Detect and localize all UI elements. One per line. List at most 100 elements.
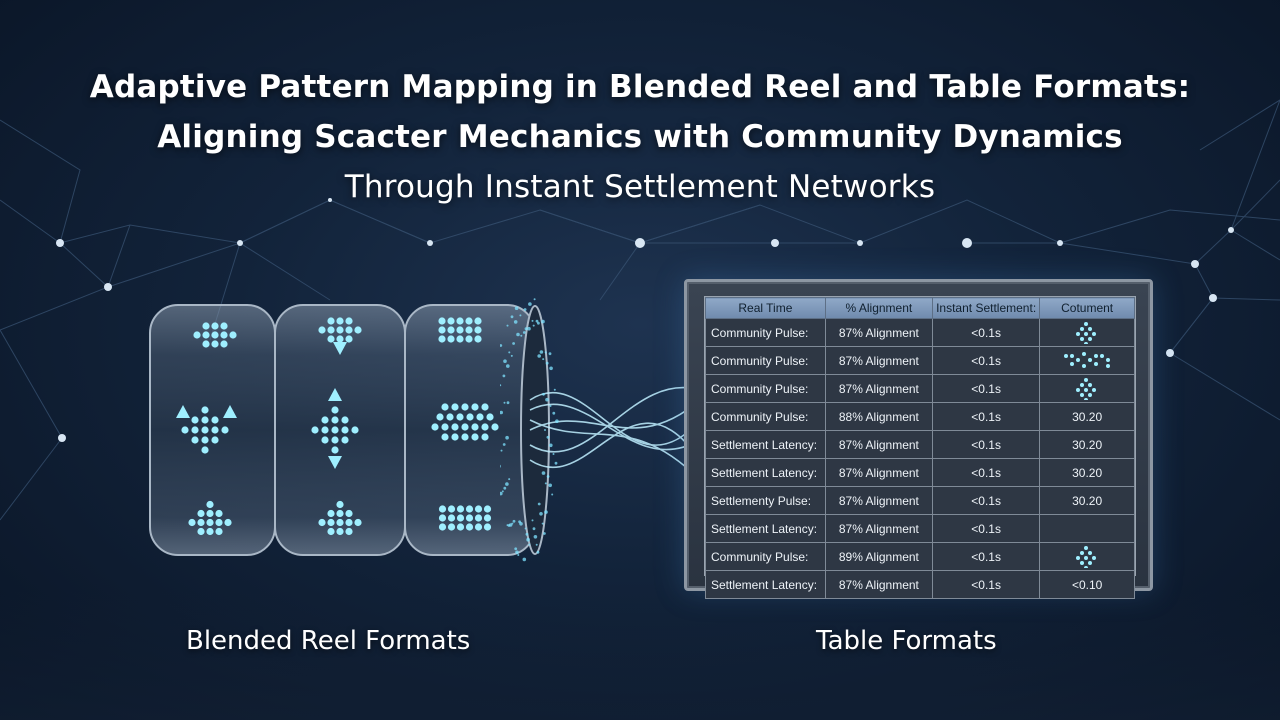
reel-symbol-dot [327,518,335,527]
reel-symbol-dot [336,527,344,536]
particle-dot [533,535,538,539]
reel-symbol-dot [206,500,214,509]
reel-symbol-dot [221,426,229,434]
particle-dot [500,491,503,496]
reel-symbol-dot [318,326,326,334]
particle-dot [519,522,523,526]
particle-dot [522,557,527,562]
caption-table-formats: Table Formats [816,626,997,656]
particle-dot [512,519,516,523]
reel-cylinders [149,304,550,556]
reel-symbol-dot [476,413,484,421]
reel-symbol-dot [201,406,209,414]
particle-dot [528,302,532,306]
particle-dot [531,519,534,522]
particle-dot [553,388,556,391]
reel-symbol-dot [331,416,339,424]
reel-symbol-dot [436,413,444,421]
reel-symbol-dot [354,518,362,527]
particle-dot [545,397,549,402]
reel-symbol-dot [438,335,446,343]
reel-symbol-dot [447,335,455,343]
reel-symbol-dot [206,518,214,527]
reel-symbol-dot [465,505,474,513]
particle-dot [541,471,546,475]
particle-dot [514,306,519,310]
table-cell [1039,346,1135,375]
dot-pattern-icon [1076,377,1097,400]
reel-symbol-dot [197,509,205,518]
table-cell: Settlement Latency: [705,458,826,487]
particle-dot [531,319,534,322]
reel-symbol-dot [201,426,209,434]
reel-symbol-dot [341,436,349,444]
reel-symbol-dot [451,403,459,411]
reel-symbol-dot [201,436,209,444]
particle-dot [510,315,514,319]
reel-symbol-dot [331,446,339,454]
reel-symbol-dot [331,426,339,434]
reel-symbol-dot [201,446,209,454]
reel-symbol-dot [474,505,483,513]
table-cell: <0.1s [931,374,1041,403]
reel-symbol-dot [345,317,353,325]
particle-dot [500,464,501,468]
table-cell: Community Pulse: [705,374,826,403]
table-header-row: Real Time % Alignment Instant Settlement… [705,297,1135,319]
table-header-cell: Cotument [1039,297,1135,319]
reel-symbol-dot [211,322,219,330]
particle-dot [501,490,504,493]
table-cell: 87% Alignment [824,458,934,487]
table-cell: 87% Alignment [824,318,934,347]
reel-symbol-dot [215,518,223,527]
particle-dot [544,351,547,354]
table-cell [1039,514,1135,543]
reel-symbol-dot [491,423,499,431]
reel-symbol-dot [336,317,344,325]
reel-symbol-dot [471,433,479,441]
particle-dot [503,359,507,363]
reel-symbol-dot [456,335,464,343]
reel-symbol-dot [456,505,465,513]
reel-symbol-dot [438,505,447,513]
reel-symbol-dot [474,523,483,531]
reel-symbol-dot [481,423,489,431]
reel-symbol-dot [206,527,214,536]
reel-symbol-dot [465,326,473,334]
particle-dot [523,308,527,311]
title-block: Adaptive Pattern Mapping in Blended Reel… [0,62,1280,212]
reel-symbol-dot [321,426,329,434]
reel-symbol-dot [456,413,464,421]
reel-symbol-dot [211,426,219,434]
reel-symbol-dot [474,317,482,325]
title-line-1: Adaptive Pattern Mapping in Blended Reel… [89,69,1191,105]
reel-triangle-icon [223,405,237,418]
particle-dot [528,543,531,546]
reel-symbol-dot [341,416,349,424]
particle-dot [535,543,538,546]
reel-symbol-dot [481,403,489,411]
table-cell: <0.1s [931,430,1041,459]
reel-symbol-dot [446,413,454,421]
particle-dot [541,319,545,324]
table-cell [1039,374,1135,403]
particle-dot [532,324,535,327]
particle-dot [508,478,511,481]
reel-symbol-dot [461,433,469,441]
table-cell: Community Pulse: [705,542,826,571]
table-cell: 30.20 [1039,486,1135,515]
table-inner: Real Time % Alignment Instant Settlement… [704,296,1136,599]
reel-symbol-dot [354,326,362,334]
particle-dot [500,449,503,452]
particle-dot [542,392,545,396]
particle-dot [513,320,518,324]
reel-symbol-dot [327,317,335,325]
particle-dot [524,527,527,530]
reel-symbol-dot [474,335,482,343]
particle-dot [542,358,545,361]
reel-symbol-dot [202,331,210,339]
particle-dot [537,321,540,325]
particle-dot [502,443,506,446]
